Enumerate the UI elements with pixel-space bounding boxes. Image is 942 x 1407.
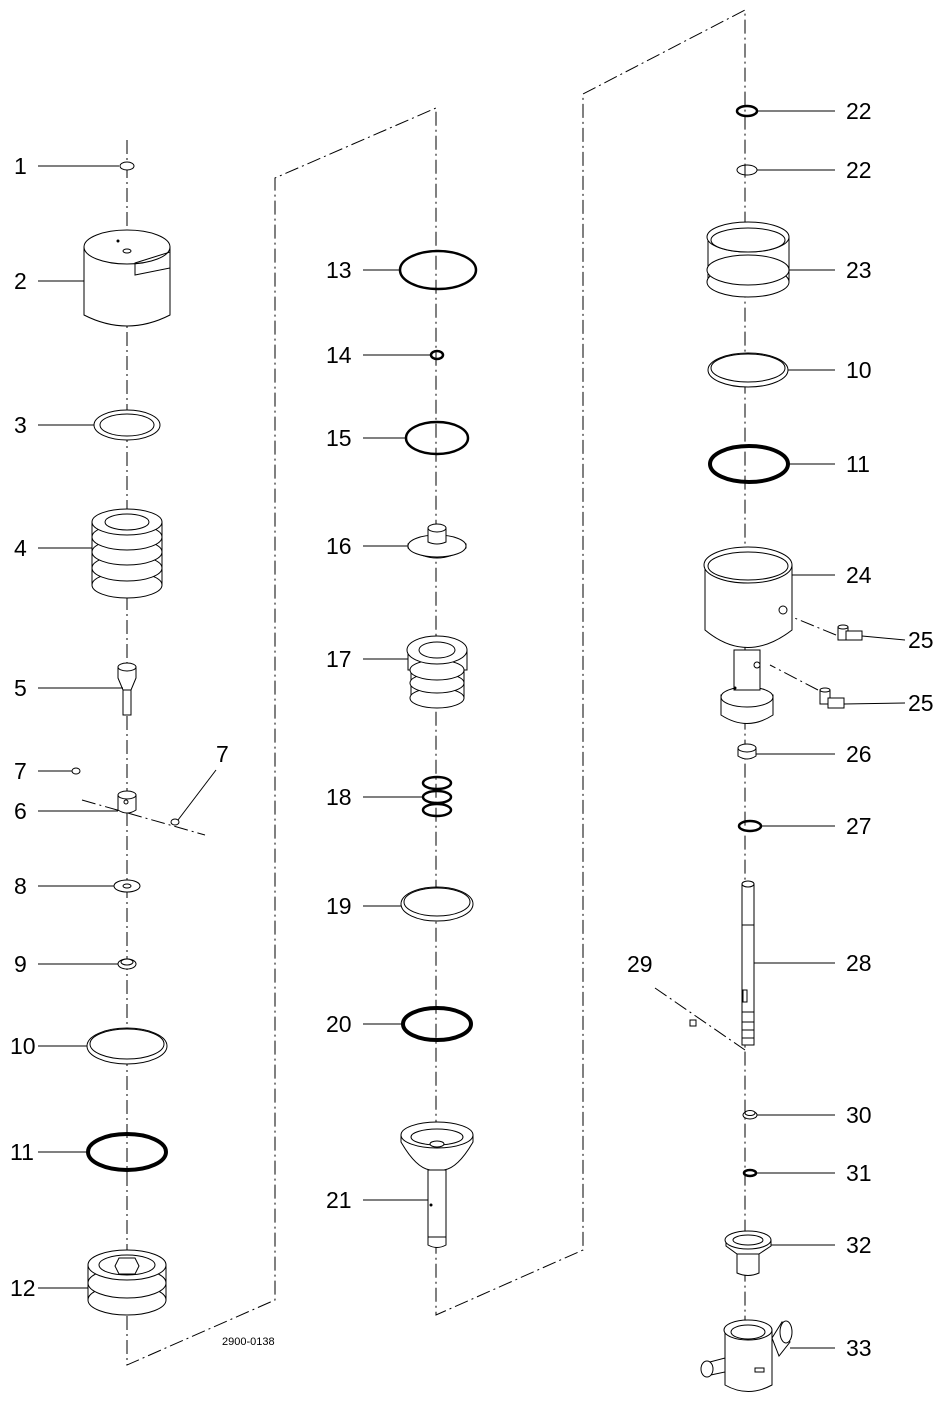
callout-1: 1 (14, 153, 27, 179)
callout-22-upper: 22 (846, 98, 872, 124)
callout-28: 28 (846, 950, 872, 976)
callout-16: 16 (326, 533, 352, 559)
callout-31: 31 (846, 1160, 872, 1186)
callout-11-left: 11 (10, 1139, 34, 1165)
callout-8: 8 (14, 873, 27, 899)
part-7-setscrew-left (71, 767, 81, 775)
part-11-o-ring-right (708, 444, 790, 484)
part-27-o-ring (737, 819, 763, 833)
part-29-pin (689, 1019, 697, 1027)
callout-29: 29 (627, 951, 653, 977)
part-21-poppet (400, 1121, 474, 1248)
callout-22-lower: 22 (846, 157, 872, 183)
callout-10-left: 10 (10, 1033, 36, 1059)
callout-18: 18 (326, 784, 352, 810)
part-28-shaft (741, 880, 755, 1046)
callout-33: 33 (846, 1335, 872, 1361)
callout-32: 32 (846, 1232, 872, 1258)
part-31-o-ring (742, 1168, 758, 1178)
part-33-valve-body (700, 1319, 793, 1392)
left-column-parts (71, 161, 180, 1316)
callout-11-right: 11 (846, 451, 870, 477)
callout-25-upper: 25 (908, 627, 934, 653)
part-6-collar (117, 790, 137, 814)
right-column-parts (689, 104, 863, 1392)
callout-19: 19 (326, 893, 352, 919)
part-19-backup-ring (400, 886, 474, 922)
part-1-cap (119, 161, 135, 171)
part-25-elbow-fitting-lower (819, 687, 845, 709)
callout-9: 9 (14, 951, 27, 977)
leader-lines (38, 110, 906, 1349)
part-23-cap-ring (706, 221, 790, 298)
callout-5: 5 (14, 675, 27, 701)
drawing-number: 2900-0138 (222, 1336, 275, 1348)
callout-13: 13 (326, 257, 352, 283)
part-22-o-ring-upper (735, 104, 759, 118)
callout-20: 20 (326, 1011, 352, 1037)
callout-15: 15 (326, 425, 352, 451)
assembly-axes (81, 9, 837, 1366)
callout-26: 26 (846, 741, 872, 767)
part-14-o-ring (429, 349, 445, 361)
part-7-setscrew-right (170, 818, 180, 826)
callout-14: 14 (326, 342, 352, 368)
callout-27: 27 (846, 813, 872, 839)
part-18-spring (421, 775, 453, 818)
callout-23: 23 (846, 257, 872, 283)
part-30-bushing (742, 1110, 758, 1120)
callout-7-right: 7 (216, 741, 229, 767)
part-17-valve-body (406, 635, 468, 709)
callout-10-right: 10 (846, 357, 872, 383)
callout-7-left: 7 (14, 758, 27, 784)
callout-30: 30 (846, 1102, 872, 1128)
callout-3: 3 (14, 412, 27, 438)
part-3-washer (93, 409, 161, 441)
callout-6: 6 (14, 798, 27, 824)
part-24-cylinder-housing (703, 546, 793, 724)
part-9-bushing (117, 958, 137, 970)
part-10-backup-ring (86, 1027, 168, 1065)
part-22-o-ring-lower (736, 164, 758, 176)
center-column-parts (398, 249, 478, 1248)
part-12-piston (87, 1249, 167, 1316)
part-13-o-ring (398, 249, 478, 291)
part-25-elbow-fitting-upper (837, 624, 863, 641)
part-15-o-ring (404, 420, 470, 456)
callout-2: 2 (14, 268, 27, 294)
part-10-backup-ring-right (707, 352, 789, 388)
part-4-spring-housing (91, 508, 163, 599)
callout-12: 12 (10, 1275, 36, 1301)
callout-17: 17 (326, 646, 352, 672)
part-20-o-ring (401, 1006, 473, 1042)
callout-21: 21 (326, 1187, 352, 1213)
callout-labels: 1 2 3 4 5 7 6 7 8 9 10 11 12 13 14 15 16… (10, 98, 934, 1361)
part-32-seat (724, 1230, 772, 1276)
part-2-housing-cover (83, 229, 171, 327)
part-16-valve-disc (407, 523, 467, 559)
part-5-screw (117, 662, 137, 716)
part-8-washer (113, 879, 141, 893)
callout-4: 4 (14, 535, 27, 561)
callout-24: 24 (846, 562, 872, 588)
part-26-bushing (737, 743, 757, 760)
callout-25-lower: 25 (908, 690, 934, 716)
